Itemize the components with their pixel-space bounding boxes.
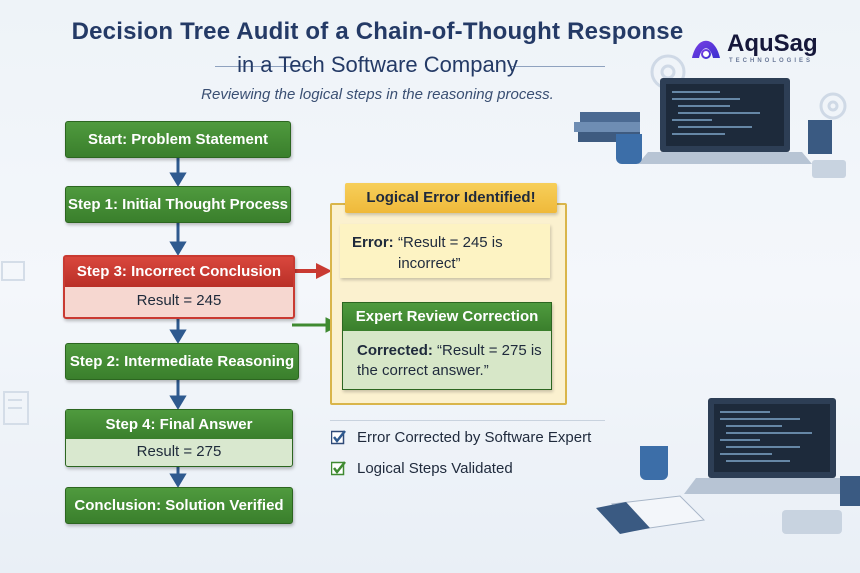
expert-correction-body: Corrected: “Result = 275 is the correct … [357,341,547,381]
step3-node: Step 3: Incorrect Conclusion Result = 24… [63,255,295,319]
laptop-illustration-top [574,78,846,178]
page-tagline: Reviewing the logical steps in the reaso… [201,86,554,103]
start-node-label: Start: Problem Statement [87,131,269,148]
expert-correction-title: Expert Review Correction [343,303,551,331]
page-subtitle: in a Tech Software Company [237,52,518,77]
corrected-text: “Result = 275 is the correct answer.” [357,342,542,379]
step1-node: Step 1: Initial Thought Process [65,186,291,223]
conclusion-node-label: Conclusion: Solution Verified [74,497,284,514]
step2-node-label: Step 2: Intermediate Reasoning [69,353,295,370]
checklist-item-label: Logical Steps Validated [357,460,513,477]
error-label: Error: [352,234,394,251]
checkmark-icon [331,461,346,476]
checklist-item-label: Error Corrected by Software Expert [357,429,592,446]
error-arrow [292,263,332,279]
step4-node-label: Step 4: Final Answer [66,410,292,439]
title-divider-left [215,66,310,67]
checklist-divider [330,420,605,421]
error-banner: Logical Error Identified! [345,183,557,213]
expert-correction-box: Expert Review Correction Corrected: “Res… [342,302,552,390]
flow-arrows [169,157,187,488]
error-note: Error: “Result = 245 is incorrect” [340,224,550,278]
logo-subtext: TECHNOLOGIES [729,58,814,64]
start-node: Start: Problem Statement [65,121,291,158]
page-title: Decision Tree Audit of a Chain-of-Though… [71,18,684,45]
laptop-illustration-bottom [596,398,860,534]
background-decoration-left [1,261,29,425]
logo-name: AquSag [727,30,818,57]
corrected-label: Corrected: [357,342,433,359]
conclusion-node: Conclusion: Solution Verified [65,487,293,524]
checkbox-checked-icon [331,430,346,445]
step4-node: Step 4: Final Answer Result = 275 [65,409,293,467]
aqusag-logo-icon [692,40,720,59]
title-divider-right [510,66,605,67]
step2-node: Step 2: Intermediate Reasoning [65,343,299,380]
step3-node-label: Step 3: Incorrect Conclusion [65,257,293,287]
step3-result: Result = 245 [136,292,222,309]
step4-result: Result = 275 [136,443,222,460]
step1-node-label: Step 1: Initial Thought Process [67,196,289,213]
error-text: “Result = 245 is incorrect” [398,234,503,272]
